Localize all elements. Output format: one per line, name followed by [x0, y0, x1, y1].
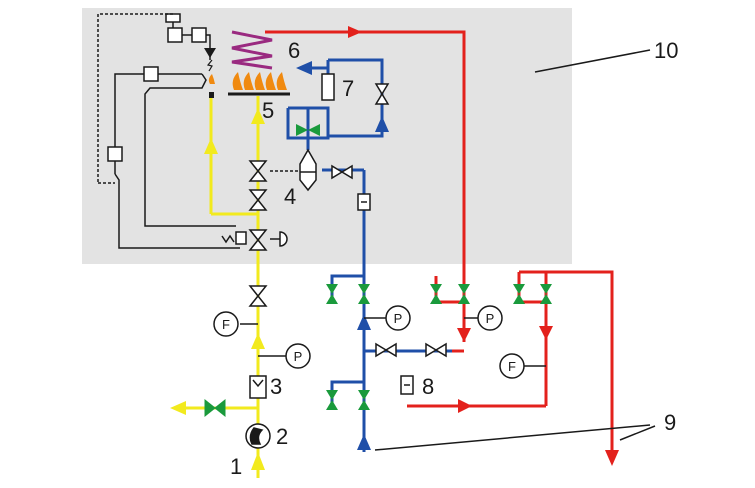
mixing-valve-a-icon [375, 342, 397, 358]
heat-exchanger-coil [231, 30, 273, 70]
burner-flames [232, 72, 287, 90]
cold-water-inlet-arrow [357, 434, 371, 450]
gas-meter [245, 423, 271, 449]
gas-filter [249, 375, 267, 399]
return-valve-icon [374, 83, 390, 105]
gauge-label: P [486, 311, 495, 326]
hot-water-arrows [348, 26, 619, 466]
gauge-lines [240, 317, 546, 367]
water-governor [299, 148, 317, 192]
gas-inlet-arrow [251, 452, 265, 470]
ignition-arrow-icon [204, 48, 216, 58]
bypass-valve-green [296, 124, 308, 136]
water-flow-sensors [357, 193, 414, 395]
hot-water-return-arrow [605, 450, 619, 466]
label-5: 5 [262, 98, 274, 123]
control-wiring [97, 13, 300, 249]
label-3: 3 [270, 374, 282, 399]
gas-control-actuator [221, 231, 288, 247]
gauge-label: P [294, 349, 303, 364]
pilot-flame [208, 74, 215, 84]
gauge-pressure-cold: P [385, 305, 411, 331]
gas-branch-arrow [170, 401, 186, 415]
gauge-pressure-hot: P [477, 305, 503, 331]
gas-flow-arrows [170, 108, 265, 470]
label-8: 8 [422, 374, 434, 399]
gauge-pressure-gas: P [285, 343, 311, 369]
label-2: 2 [276, 424, 288, 449]
label-4: 4 [284, 184, 296, 209]
safety-element [321, 73, 335, 101]
label-6: 6 [288, 38, 300, 63]
spark-icon [206, 59, 213, 72]
gauge-flow-hot: F [499, 353, 525, 379]
water-valves-white [331, 83, 447, 358]
gas-branch-valve [204, 398, 226, 418]
cold-inlet-valve-icon [331, 164, 353, 180]
burner-assembly [208, 72, 290, 98]
gas-valve-mid-icon [248, 189, 268, 211]
gauge-flow-gas: F [213, 311, 239, 337]
gas-valve-upper-icon [248, 160, 268, 182]
gas-isolation-valve-icon [248, 285, 268, 307]
gauge-label: F [508, 359, 516, 374]
gauge-label: P [394, 311, 403, 326]
gas-combination-valve-icon [248, 229, 268, 251]
gas-valves [248, 160, 268, 307]
water-valves-green [296, 124, 552, 410]
label-9: 9 [664, 410, 676, 435]
gauge-label: F [222, 317, 230, 332]
cold-water-arrows [296, 61, 389, 450]
pilot-burner [209, 92, 214, 98]
label-10: 10 [654, 38, 678, 63]
hot-water-outlet-arrow [348, 26, 362, 38]
label-7: 7 [342, 76, 354, 101]
leader-lines [374, 49, 656, 451]
label-1: 1 [230, 454, 242, 479]
mixing-valve-b-icon [425, 342, 447, 358]
